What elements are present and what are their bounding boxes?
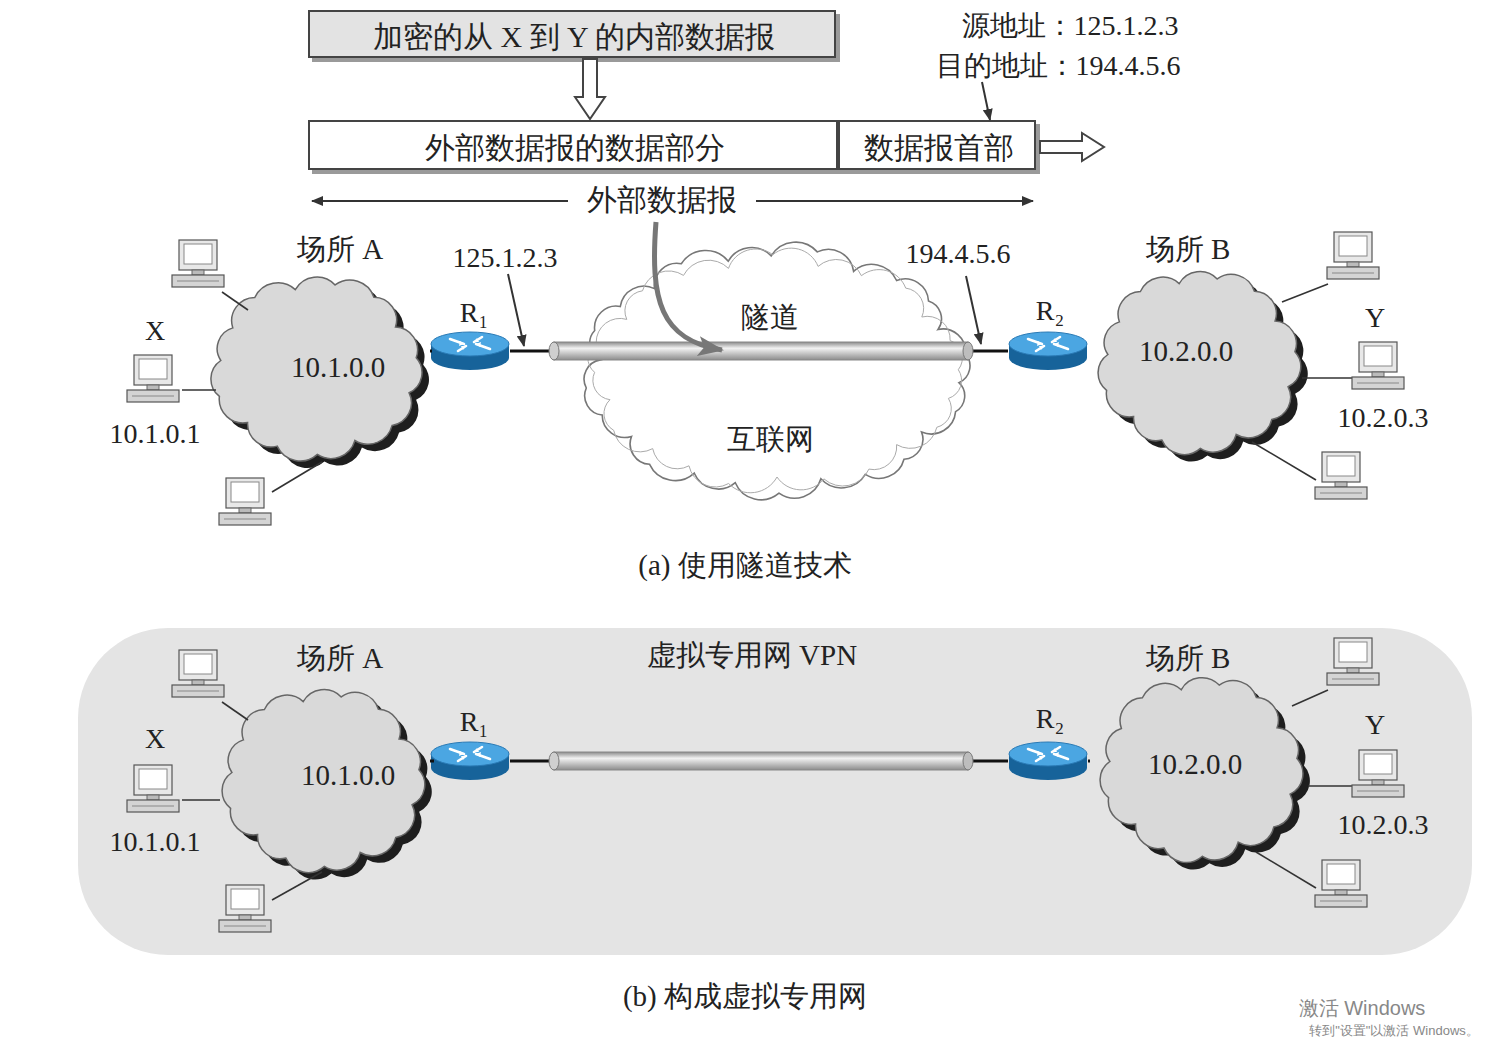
router: R₂	[1008, 740, 1088, 782]
node-text: 10.1.0.0	[291, 351, 385, 384]
label: X	[145, 315, 165, 347]
computer-icon	[1315, 452, 1367, 499]
network-cloud: 场所 B10.2.0.0	[1088, 262, 1310, 462]
label: (b) 构成虚拟专用网	[623, 980, 867, 1013]
host-wire	[222, 292, 248, 310]
label: Y	[1365, 709, 1385, 741]
tunnel-pipe	[510, 342, 1008, 360]
datagram-box: 数据报首部	[838, 120, 1036, 170]
label: 10.1.0.1	[110, 826, 201, 858]
label: 194.4.5.6	[906, 238, 1011, 270]
computer-icon	[1352, 750, 1404, 797]
watermark: 激活 Windows	[1299, 997, 1426, 1020]
host-wire	[222, 702, 248, 720]
host-wire	[182, 389, 216, 391]
router-outline	[430, 740, 510, 782]
label: 10.2.0.3	[1338, 402, 1429, 434]
node-text: R₁	[460, 297, 488, 329]
label: (a) 使用隧道技术	[638, 549, 851, 582]
node-text: 场所 B	[1146, 642, 1231, 675]
host-wire	[1308, 785, 1352, 787]
hollow-arrow	[575, 59, 605, 119]
router-outline	[1008, 330, 1088, 372]
computer-group	[127, 232, 1404, 932]
label: 10.1.0.1	[110, 418, 201, 450]
vpn-band: 虚拟专用网 VPN场所 A10.1.0.0R₁R₂场所 B10.2.0.0	[78, 628, 1472, 955]
computer-icon	[172, 240, 224, 287]
label: 目的地址：194.4.5.6	[936, 50, 1181, 82]
network-cloud: 场所 A10.1.0.0	[200, 268, 432, 468]
wire	[1088, 761, 1090, 762]
node-text: R₂	[1036, 295, 1064, 327]
node-text: R₁	[460, 706, 488, 738]
node-text: 外部数据报的数据部分	[425, 131, 725, 166]
computer-icon	[172, 650, 224, 697]
host-wire	[1252, 442, 1316, 480]
router: R₁	[430, 330, 510, 372]
host-wire	[1282, 284, 1328, 302]
watermark: 转到"设置"以激活 Windows。	[1309, 1024, 1479, 1039]
tunnel-pipe	[510, 752, 1008, 770]
host-wire	[272, 462, 322, 492]
hollow-arrow	[1040, 133, 1104, 161]
host-wire	[1302, 377, 1352, 379]
node-text: 10.2.0.0	[1148, 748, 1242, 781]
span-arrow	[756, 200, 1033, 202]
network-cloud: 隧道互联网	[555, 232, 995, 510]
node-text: 场所 A	[297, 642, 383, 675]
node-text: 场所 B	[1146, 233, 1231, 266]
label: 10.2.0.3	[1338, 809, 1429, 841]
curved-arrow	[654, 222, 722, 350]
computer-icon	[1327, 232, 1379, 279]
label: X	[145, 723, 165, 755]
label: 125.1.2.3	[453, 242, 558, 274]
label: 源地址：125.1.2.3	[962, 10, 1179, 42]
leader-line	[982, 82, 990, 120]
leader-line	[966, 276, 981, 344]
node-text: 10.1.0.0	[301, 759, 395, 792]
router-outline	[430, 330, 510, 372]
node-text: 虚拟专用网 VPN	[647, 639, 857, 672]
host-wire	[1292, 690, 1328, 706]
node-text: 隧道	[741, 301, 799, 334]
network-cloud: 场所 B10.2.0.0	[1090, 668, 1312, 870]
node-text: 场所 A	[297, 233, 383, 266]
wire	[430, 351, 432, 352]
router: R₁	[430, 740, 510, 782]
node-text: 互联网	[727, 423, 814, 456]
net-outline	[555, 232, 995, 510]
router: R₂	[1008, 330, 1088, 372]
wire	[430, 761, 434, 762]
computer-icon	[1327, 638, 1379, 685]
host-wire	[1256, 852, 1316, 888]
node-text: 数据报首部	[864, 131, 1014, 166]
datagram-box: 加密的从 X 到 Y 的内部数据报	[308, 10, 836, 58]
router-outline	[1008, 740, 1088, 782]
computer-icon	[1352, 342, 1404, 389]
node-text: 加密的从 X 到 Y 的内部数据报	[373, 20, 775, 55]
label: Y	[1365, 302, 1385, 334]
node-text: 10.2.0.0	[1139, 335, 1233, 368]
computer-icon	[219, 478, 271, 525]
datagram-box: 外部数据报的数据部分	[308, 120, 838, 170]
computer-icon	[1315, 860, 1367, 907]
node-text: R₂	[1036, 703, 1064, 735]
computer-icon	[127, 765, 179, 812]
computer-icon	[219, 885, 271, 932]
host-wire	[182, 799, 220, 801]
span-arrow	[312, 200, 568, 202]
label: 外部数据报	[587, 183, 737, 218]
leader-line	[508, 274, 524, 346]
computer-icon	[127, 355, 179, 402]
network-cloud: 场所 A10.1.0.0	[212, 680, 434, 880]
host-wire	[272, 872, 322, 900]
